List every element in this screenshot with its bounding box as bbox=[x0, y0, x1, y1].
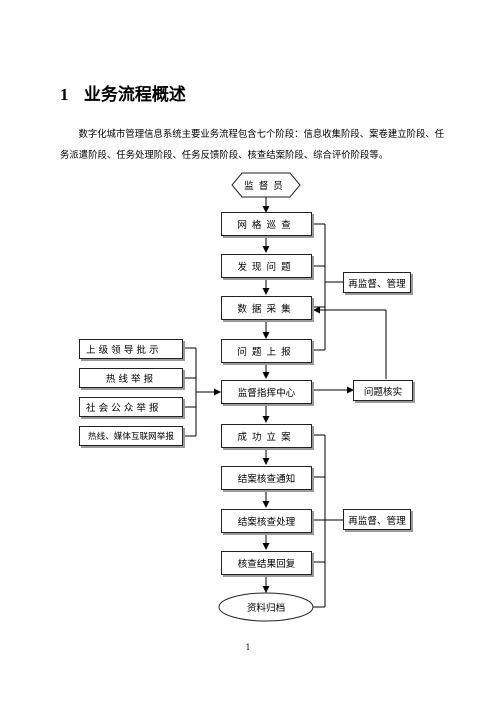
section-heading: 1 业务流程概述 bbox=[60, 80, 186, 105]
source-hotline-report: 热线举报 bbox=[79, 368, 183, 388]
flow-step-grid-patrol: 网格巡查 bbox=[221, 212, 312, 236]
flow-step-data-collection: 数据采集 bbox=[221, 296, 312, 320]
intro-paragraph: 数字化城市管理信息系统主要业务流程包含七个阶段：信息收集阶段、案卷建立阶段、任务… bbox=[60, 129, 445, 161]
source-public-report: 社会公众举报 bbox=[79, 397, 183, 417]
flow-step-case-filed: 成功立案 bbox=[221, 424, 312, 448]
flow-step-closure-notice: 结案核查通知 bbox=[221, 466, 312, 490]
note-supervise-top: 再监督、管理 bbox=[343, 272, 411, 293]
section-number: 1 bbox=[60, 85, 69, 104]
source-media-report: 热线、媒体互联网举报 bbox=[79, 426, 183, 446]
flow-start-supervisor: 监督员 bbox=[244, 181, 288, 192]
flow-step-find-problem: 发现问题 bbox=[221, 254, 312, 278]
flow-step-command-center: 监督指挥中心 bbox=[221, 380, 312, 404]
flow-step-result-reply: 核查结果回复 bbox=[221, 551, 312, 575]
note-problem-verify: 问题核实 bbox=[353, 380, 413, 401]
note-supervise-bottom: 再监督、管理 bbox=[343, 509, 411, 530]
page-number: 1 bbox=[245, 643, 251, 652]
flow-end-archive: 资料归档 bbox=[246, 603, 286, 614]
source-leader-instruction: 上级领导批示 bbox=[79, 339, 183, 359]
section-title: 业务流程概述 bbox=[83, 85, 186, 105]
flow-step-closure-processing: 结案核查处理 bbox=[221, 509, 312, 533]
flow-step-report-problem: 问题上报 bbox=[221, 339, 312, 363]
